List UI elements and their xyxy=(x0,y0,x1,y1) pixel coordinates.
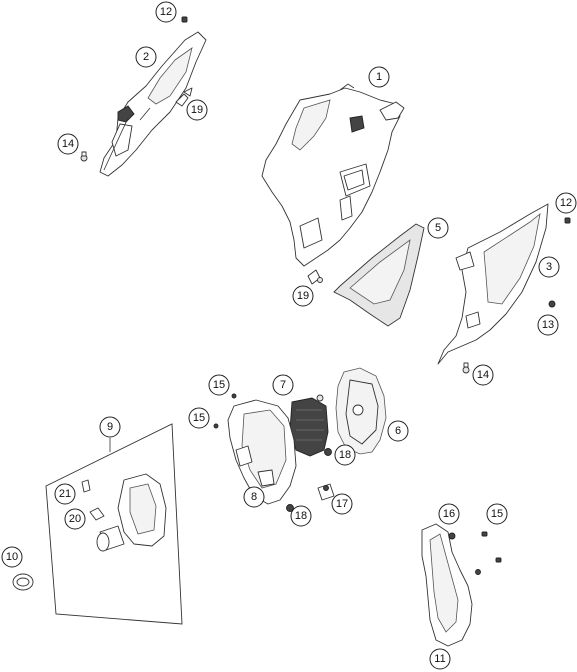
svg-text:20: 20 xyxy=(69,513,81,525)
callout-2: 2 xyxy=(135,46,157,68)
callout-18-lower: 18 xyxy=(290,505,312,527)
part-7-air-filter xyxy=(289,394,329,457)
callout-15-upper: 15 xyxy=(208,374,230,396)
valve-17 xyxy=(317,483,335,501)
svg-text:15: 15 xyxy=(491,508,503,520)
callout-12-right: 12 xyxy=(555,192,577,214)
screw-15-a xyxy=(231,393,237,399)
part-6-filter-cage xyxy=(335,367,387,455)
callout-5: 5 xyxy=(427,217,449,239)
callout-14-right: 14 xyxy=(472,364,494,386)
svg-text:1: 1 xyxy=(376,71,382,83)
svg-text:19: 19 xyxy=(297,290,309,302)
svg-text:11: 11 xyxy=(434,653,445,665)
svg-text:12: 12 xyxy=(560,197,572,209)
svg-text:19: 19 xyxy=(191,104,203,116)
callout-16: 16 xyxy=(438,503,460,525)
callout-6: 6 xyxy=(387,420,409,442)
svg-text:14: 14 xyxy=(477,369,489,381)
svg-text:5: 5 xyxy=(435,222,441,234)
svg-text:16: 16 xyxy=(443,508,455,520)
part-10-hose-clamp xyxy=(12,573,34,591)
callout-14-left: 14 xyxy=(57,133,79,155)
clamp-20 xyxy=(89,507,105,521)
fastener-lower-right xyxy=(475,557,502,575)
nut-13 xyxy=(548,300,556,308)
callout-7: 7 xyxy=(272,374,294,396)
clip-19-top xyxy=(175,87,193,107)
bolt-14-right xyxy=(462,362,470,374)
callout-11: 11 xyxy=(429,648,451,670)
callout-15-lower: 15 xyxy=(486,503,508,525)
svg-text:15: 15 xyxy=(213,379,225,391)
clip-21 xyxy=(81,479,91,493)
svg-text:18: 18 xyxy=(339,449,351,461)
part-5-side-panel xyxy=(333,223,425,327)
callout-12-top: 12 xyxy=(155,1,177,23)
svg-text:3: 3 xyxy=(546,261,552,273)
bolt-14-left xyxy=(80,151,88,162)
grommet-18-upper xyxy=(324,448,332,456)
svg-text:6: 6 xyxy=(395,425,401,437)
svg-text:21: 21 xyxy=(59,488,71,500)
part-9-assembly-frame xyxy=(45,423,183,625)
svg-text:9: 9 xyxy=(107,421,113,433)
part-1-airbox-cover xyxy=(261,83,405,267)
callout-20: 20 xyxy=(64,508,86,530)
svg-text:10: 10 xyxy=(6,551,18,563)
callout-10: 10 xyxy=(1,546,23,568)
callout-9: 9 xyxy=(99,416,121,438)
svg-text:13: 13 xyxy=(542,319,554,331)
callout-8: 8 xyxy=(243,486,265,508)
callout-17: 17 xyxy=(331,493,353,515)
part-8-airbox-housing xyxy=(227,399,297,505)
svg-text:12: 12 xyxy=(160,6,172,18)
callout-19-top: 19 xyxy=(186,99,208,121)
callout-13: 13 xyxy=(537,314,559,336)
nut-16 xyxy=(448,532,456,540)
grommet-18-lower xyxy=(286,504,294,512)
callout-15-mid: 15 xyxy=(188,407,210,429)
part-2-left-side-cover xyxy=(99,31,207,177)
callout-1: 1 xyxy=(368,66,390,88)
svg-text:7: 7 xyxy=(280,379,286,391)
part-11-lower-guard xyxy=(421,523,473,647)
svg-text:2: 2 xyxy=(143,51,149,63)
svg-text:8: 8 xyxy=(251,491,257,503)
callout-3: 3 xyxy=(538,256,560,278)
screw-12-top xyxy=(181,16,188,23)
screw-12-right xyxy=(564,217,571,224)
callout-19-mid: 19 xyxy=(292,285,314,307)
screw-15-c xyxy=(481,531,488,537)
fastener-19-mid xyxy=(307,269,323,285)
svg-text:14: 14 xyxy=(62,138,74,150)
callout-18-upper: 18 xyxy=(334,444,356,466)
callout-21: 21 xyxy=(54,483,76,505)
screw-15-b xyxy=(213,423,219,429)
part-9-intake-boot xyxy=(96,473,167,552)
svg-text:17: 17 xyxy=(336,498,348,510)
svg-text:15: 15 xyxy=(193,412,205,424)
svg-text:18: 18 xyxy=(295,510,307,522)
part-3-right-side-cover xyxy=(437,203,549,365)
